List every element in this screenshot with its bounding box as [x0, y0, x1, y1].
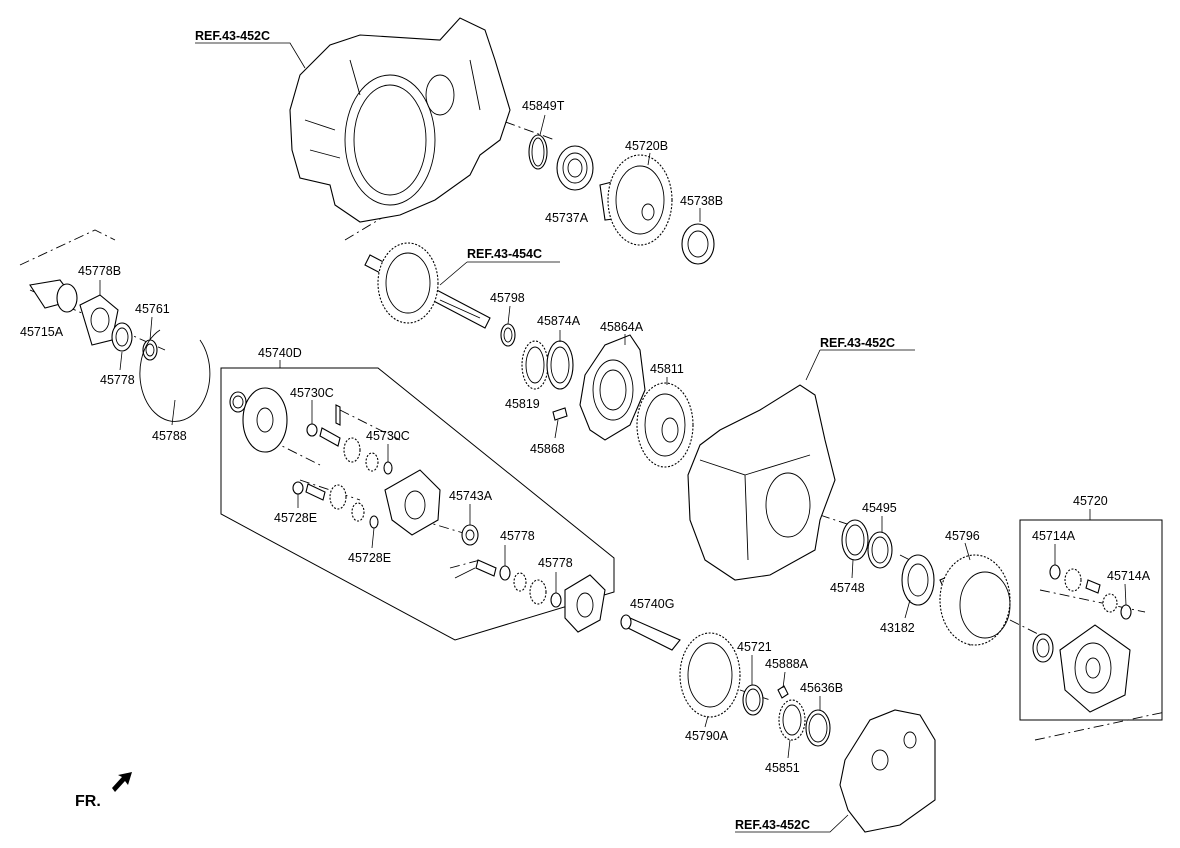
- washer-45761: [142, 339, 158, 361]
- transmission-case-mid: [687, 384, 836, 581]
- bearing-45851: [777, 685, 806, 741]
- label-45778B: 45778B: [78, 264, 121, 278]
- ring-45748: [841, 519, 869, 561]
- label-45796: 45796: [945, 529, 980, 543]
- flange-45778B: [79, 294, 119, 346]
- snapring-45788: [139, 329, 211, 422]
- label-45720B: 45720B: [625, 139, 668, 153]
- label-45778-left: 45778: [100, 373, 135, 387]
- label-45864A: 45864A: [600, 320, 644, 334]
- label-45720: 45720: [1073, 494, 1108, 508]
- bolt-45868: [552, 407, 568, 421]
- diff-parts: [229, 387, 606, 633]
- label-45790A: 45790A: [685, 729, 729, 743]
- label-45730C-a: 45730C: [290, 386, 334, 400]
- shaft-assembly: [364, 242, 491, 329]
- ref-label-bottom[interactable]: REF.43-452C: [735, 818, 810, 832]
- label-45714A-b: 45714A: [1107, 569, 1151, 583]
- label-45495: 45495: [862, 501, 897, 515]
- front-direction-indicator: FR.: [75, 772, 132, 810]
- label-45778-low: 45778: [538, 556, 573, 570]
- label-45636B: 45636B: [800, 681, 843, 695]
- label-43182: 43182: [880, 621, 915, 635]
- label-45888A: 45888A: [765, 657, 809, 671]
- retainer-45864A: [579, 334, 646, 441]
- sleeve-45715A: [29, 279, 78, 313]
- drum-45796: [939, 554, 1011, 646]
- group-box-45720: [1019, 519, 1163, 721]
- ref-label-mid[interactable]: REF.43-452C: [820, 336, 895, 350]
- fr-label: FR.: [75, 793, 101, 810]
- label-45740D: 45740D: [258, 346, 302, 360]
- ring-45495: [867, 531, 893, 569]
- label-45738B: 45738B: [680, 194, 723, 208]
- transmission-case-bottom: [839, 709, 936, 833]
- label-45748: 45748: [830, 581, 865, 595]
- bearing-45737A: [556, 145, 594, 191]
- bearing-45819: [521, 340, 549, 390]
- oring-45849T: [528, 134, 548, 170]
- label-45714A-a: 45714A: [1032, 529, 1076, 543]
- label-45728E-a: 45728E: [274, 511, 317, 525]
- label-45874A: 45874A: [537, 314, 581, 328]
- gear-45720B: [599, 154, 673, 246]
- ring-45874A: [546, 340, 574, 390]
- oring-45636B: [805, 709, 831, 747]
- label-45740G: 45740G: [630, 597, 674, 611]
- label-45778-mid: 45778: [500, 529, 535, 543]
- ref-label-top[interactable]: REF.43-452C: [195, 29, 270, 43]
- label-45849T: 45849T: [522, 99, 565, 113]
- label-45788: 45788: [152, 429, 187, 443]
- label-45851: 45851: [765, 761, 800, 775]
- washer-45798: [500, 323, 516, 347]
- label-45715A: 45715A: [20, 325, 64, 339]
- label-45730C-b: 45730C: [366, 429, 410, 443]
- ref-label-shaft[interactable]: REF.43-454C: [467, 247, 542, 261]
- front-arrow-icon: [112, 772, 132, 792]
- gear-45811: [636, 382, 694, 468]
- ringgear-45790A: [679, 632, 741, 718]
- label-45728E-b: 45728E: [348, 551, 391, 565]
- group-box-45740D: [220, 367, 615, 641]
- label-45761: 45761: [135, 302, 170, 316]
- shaft-45740G: [620, 614, 681, 651]
- ring-45721: [742, 684, 764, 716]
- planetary-parts: [1032, 564, 1132, 713]
- label-45819: 45819: [505, 397, 540, 411]
- bearing-45738B: [681, 223, 715, 265]
- label-45737A: 45737A: [545, 211, 589, 225]
- plate-43182: [901, 554, 935, 606]
- washer-45778-left: [111, 322, 133, 352]
- ref-top-leader: [195, 42, 306, 69]
- transmission-case-top: [289, 17, 511, 223]
- label-45743A: 45743A: [449, 489, 493, 503]
- label-45868: 45868: [530, 442, 565, 456]
- label-45811: 45811: [650, 362, 684, 376]
- label-45721: 45721: [737, 640, 772, 654]
- label-45798: 45798: [490, 291, 525, 305]
